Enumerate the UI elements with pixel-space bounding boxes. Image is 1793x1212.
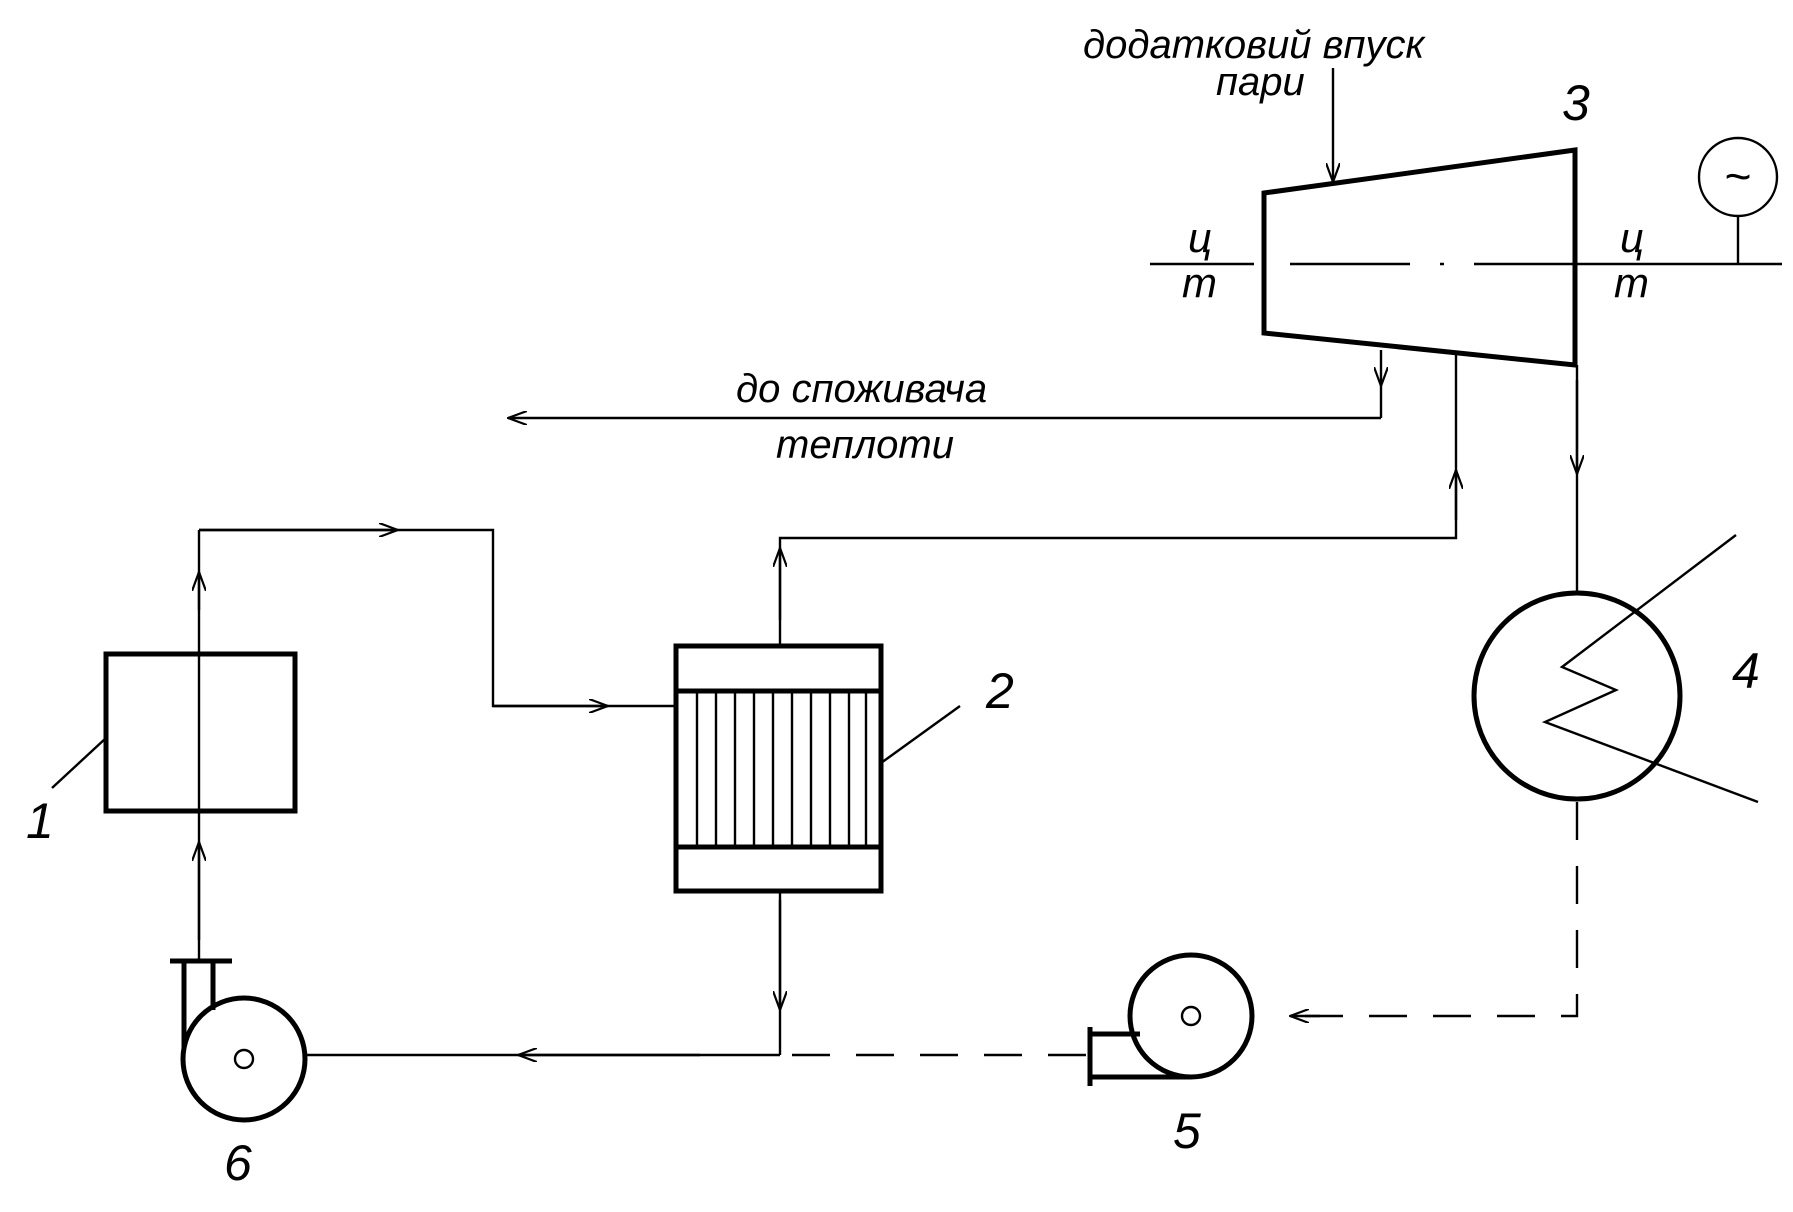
- turbine: [1261, 147, 1578, 368]
- heater: [673, 643, 961, 894]
- condensate-pump-label: 5: [1173, 1103, 1201, 1159]
- condensate-pump: [1087, 952, 1255, 1086]
- condenser-label: 4: [1732, 643, 1760, 699]
- feed-pump: [170, 958, 308, 1123]
- boiler: [51, 651, 298, 814]
- turbine-label: 3: [1562, 75, 1590, 131]
- extra-steam-label-line1: додатковий впуск: [1083, 23, 1427, 67]
- condensate-line: [790, 802, 1579, 1057]
- heat-consumer-line: [508, 350, 1381, 418]
- boiler-steam-line: [199, 530, 676, 960]
- generator-icon: ~: [1725, 150, 1752, 202]
- consumer-label-line1: до споживача: [736, 367, 987, 411]
- condenser: [1471, 534, 1759, 804]
- shaft-mark-right-top: ц: [1620, 214, 1644, 261]
- heater-label: 2: [985, 663, 1014, 719]
- shaft-mark-left-top: ц: [1188, 214, 1212, 261]
- shaft-mark-left-bottom: т: [1182, 259, 1217, 306]
- extra-steam-label-line2: пари: [1216, 60, 1305, 104]
- shaft-mark-right-bottom: т: [1614, 259, 1649, 306]
- consumer-label-line2: теплоти: [776, 423, 954, 467]
- boiler-label: 1: [26, 793, 54, 849]
- generator: [1697, 136, 1779, 264]
- feed-pump-label: 6: [224, 1135, 252, 1191]
- heater-drain-line: [305, 891, 780, 1055]
- extraction-line: [780, 352, 1456, 646]
